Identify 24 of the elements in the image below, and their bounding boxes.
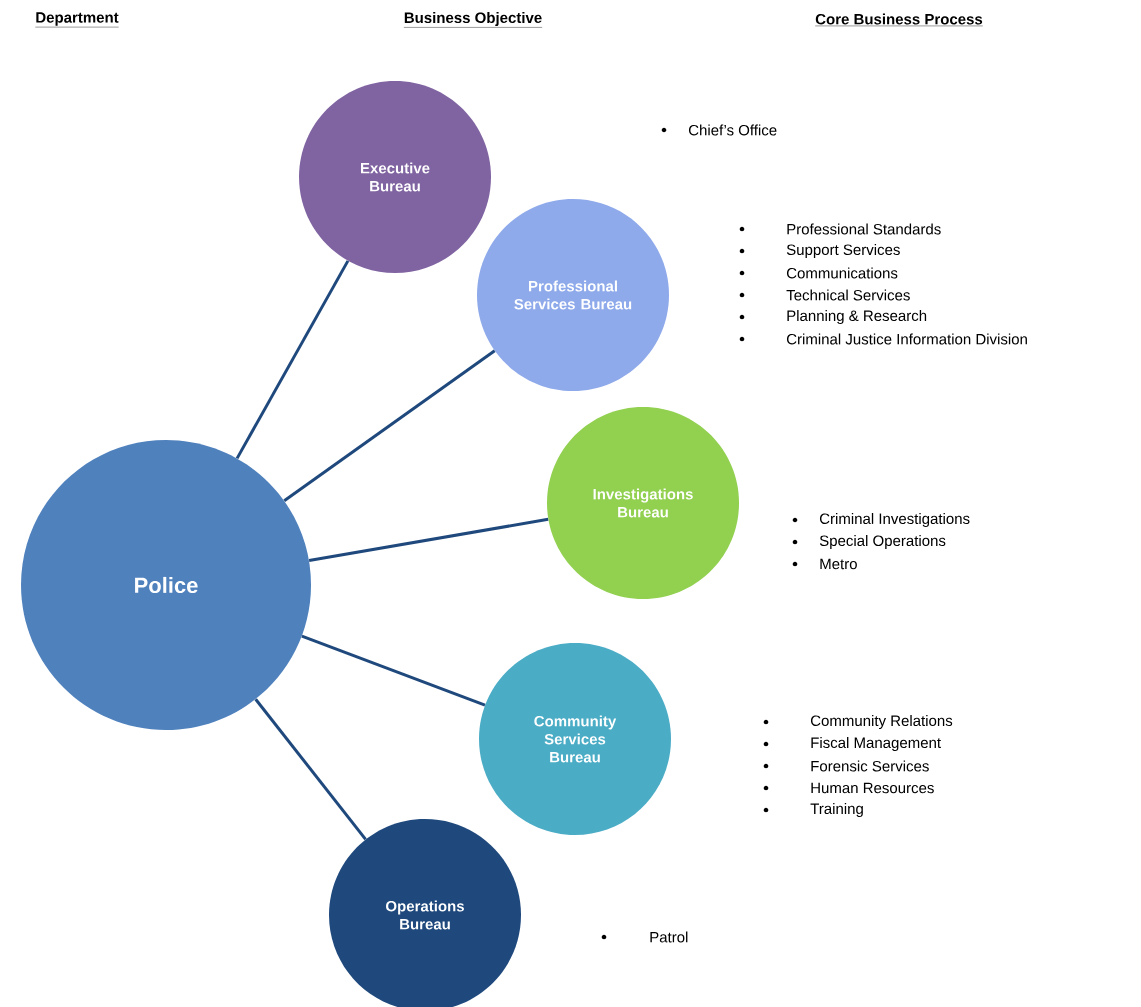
connector-line <box>235 260 350 460</box>
bullet-item: Forensic Services <box>763 760 929 772</box>
bullet-item: Training <box>763 803 863 817</box>
bullet-item: Technical Services <box>739 289 910 301</box>
column-heading: Core Business Process <box>815 13 983 27</box>
bullet-item: Metro <box>792 558 857 570</box>
bullet-item: Human Resources <box>763 782 934 794</box>
bullet-item: Community Relations <box>763 715 953 729</box>
bullet-item: Patrol <box>601 931 688 943</box>
column-heading: Business Objective <box>403 12 543 28</box>
bullet-item: Criminal Investigations <box>792 513 970 527</box>
bullet-item: Professional Standards <box>739 223 941 235</box>
bullet-item: Criminal Justice Information Division <box>739 333 1027 345</box>
column-heading: Department <box>35 12 119 28</box>
bullet-item: Special Operations <box>792 535 946 549</box>
bullet-item: Communications <box>739 267 898 279</box>
bullet-item: Support Services <box>739 244 900 258</box>
connector-line <box>308 517 549 562</box>
bullet-item: Fiscal Management <box>763 737 941 751</box>
connector-line <box>254 698 367 841</box>
bullet-item: Chief’s Office <box>661 124 777 136</box>
bullet-item: Planning & Research <box>739 310 927 324</box>
connector-line <box>283 349 496 502</box>
connector-line <box>301 634 486 707</box>
